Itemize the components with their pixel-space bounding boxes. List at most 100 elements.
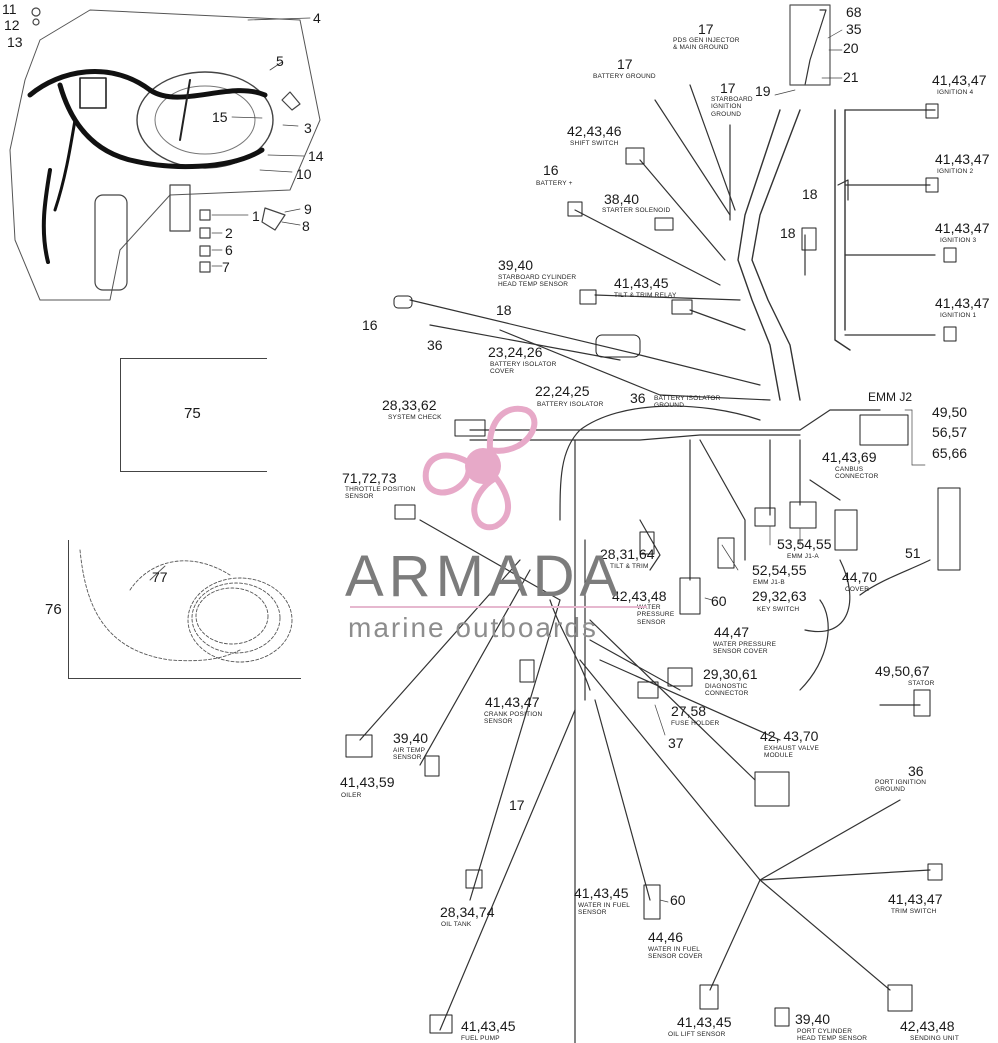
caption-ignition3: IGNITION 3	[940, 237, 977, 244]
callout-ignition2-parts: 41,43,47	[935, 151, 990, 167]
watermark-divider	[350, 606, 647, 608]
callout-oil-tank-parts: 28,34,74	[440, 904, 495, 920]
callout-16-cable: 16	[362, 317, 378, 333]
watermark-tagline: marine outboards	[348, 612, 598, 643]
caption-battery-plus: BATTERY +	[536, 180, 573, 187]
caption-key-switch: KEY SWITCH	[757, 606, 800, 613]
caption-shift-switch: SHIFT SWITCH	[570, 140, 619, 147]
caption-cover: COVER	[845, 586, 870, 593]
leader-lines	[654, 29, 926, 903]
callout-1: 1	[252, 208, 260, 224]
callout-60-wif: 60	[670, 892, 686, 908]
callout-ignition3-parts: 41,43,47	[935, 220, 990, 236]
callout-36-port: 36	[908, 763, 924, 779]
caption-starter-solenoid: STARTER SOLENOID	[602, 207, 671, 214]
label-emm-j2: EMM J2	[868, 390, 913, 404]
callout-36-ground: 36	[427, 337, 443, 353]
callout-16-battery: 16	[543, 162, 559, 178]
callout-emm-j1a-parts: 53,54,55	[777, 536, 832, 552]
callout-11: 11	[2, 1, 17, 17]
coiled-cable-sketch	[79, 549, 293, 663]
callout-fuel-pump-parts: 41,43,45	[461, 1018, 516, 1034]
callout-oil-lift-parts: 41,43,45	[677, 1014, 732, 1030]
callout-isolator-cover-parts: 23,24,26	[488, 344, 543, 360]
callout-12: 12	[4, 17, 20, 33]
caption-battery-ground: BATTERY GROUND	[593, 73, 656, 80]
callout-key-switch-parts: 29,32,63	[752, 588, 807, 604]
callout-68: 68	[846, 4, 862, 20]
caption-system-check: SYSTEM CHECK	[388, 414, 442, 421]
callout-18-harness: 18	[496, 302, 512, 318]
caption-battery-isolator: BATTERY ISOLATOR	[537, 401, 604, 408]
callout-35: 35	[846, 21, 862, 37]
propeller-hub	[465, 448, 501, 484]
callout-wif-parts: 41,43,45	[574, 885, 629, 901]
callout-17-battery-ground: 17	[617, 56, 633, 72]
callout-emm-j2-b: 56,57	[932, 424, 968, 440]
caption-ignition1: IGNITION 1	[940, 312, 977, 319]
callout-77: 77	[152, 569, 168, 585]
callout-diagnostic-parts: 29,30,61	[703, 666, 758, 682]
callout-ignition4-parts: 41,43,47	[932, 72, 987, 88]
callout-tilt-trim-parts: 28,31,64	[600, 546, 655, 562]
callout-exhaust-valve-parts: 42, 43,70	[760, 728, 819, 744]
main-harness	[359, 4, 931, 1043]
caption-oil-lift-sensor: OIL LIFT SENSOR	[668, 1031, 726, 1038]
callout-starter-solenoid-parts: 38,40	[604, 191, 640, 207]
callout-18-ignition-lead: 18	[802, 186, 818, 202]
caption-tilt-trim-relay: TILT & TRIM RELAY	[614, 292, 677, 299]
callout-stbd-head-temp-parts: 39,40	[498, 257, 534, 273]
callout-port-head-temp-parts: 39,40	[795, 1011, 831, 1027]
callout-20: 20	[843, 40, 859, 56]
callout-51: 51	[905, 545, 921, 561]
callout-crank-parts: 41,43,47	[485, 694, 540, 710]
callout-17-harness: 17	[509, 797, 525, 813]
callout-oiler-parts: 41,43,59	[340, 774, 395, 790]
propeller-icon	[422, 405, 538, 531]
callout-18-clip: 18	[780, 225, 796, 241]
callout-wif-cover-parts: 44,46	[648, 929, 684, 945]
callout-tilt-trim-relay-parts: 41,43,45	[614, 275, 669, 291]
callout-sending-unit-parts: 42,43,48	[900, 1018, 955, 1034]
callout-75: 75	[184, 405, 201, 422]
callout-shift-switch-parts: 42,43,46	[567, 123, 622, 139]
callout-water-pressure-parts: 42,43,48	[612, 588, 667, 604]
callout-pressure-cover-parts: 44,47	[714, 624, 750, 640]
caption-fuse-holder: FUSE HOLDER	[671, 720, 720, 727]
caption-sending-unit: SENDING UNIT	[910, 1035, 959, 1042]
caption-ignition4: IGNITION 4	[937, 89, 974, 96]
caption-oil-tank: OIL TANK	[441, 921, 472, 928]
callout-cover-parts: 44,70	[842, 569, 878, 585]
callout-17-injector: 17	[698, 21, 714, 37]
callout-emm-j2-c: 65,66	[932, 445, 968, 461]
caption-stator: STATOR	[908, 680, 935, 687]
callout-canbus-parts: 41,43,69	[822, 449, 877, 465]
callout-76: 76	[45, 601, 62, 618]
callout-emm-j2-a: 49,50	[932, 404, 968, 420]
callout-2: 2	[225, 225, 233, 241]
caption-tilt-trim: TILT & TRIM	[610, 563, 649, 570]
caption-emm-j1a: EMM J1-A	[787, 553, 819, 560]
callout-10: 10	[296, 166, 312, 182]
callout-stator-parts: 49,50,67	[875, 663, 930, 679]
callout-13: 13	[7, 34, 23, 50]
callout-ignition1-parts: 41,43,47	[935, 295, 990, 311]
caption-oiler: OILER	[341, 792, 362, 799]
callout-36-isolator: 36	[630, 390, 646, 406]
